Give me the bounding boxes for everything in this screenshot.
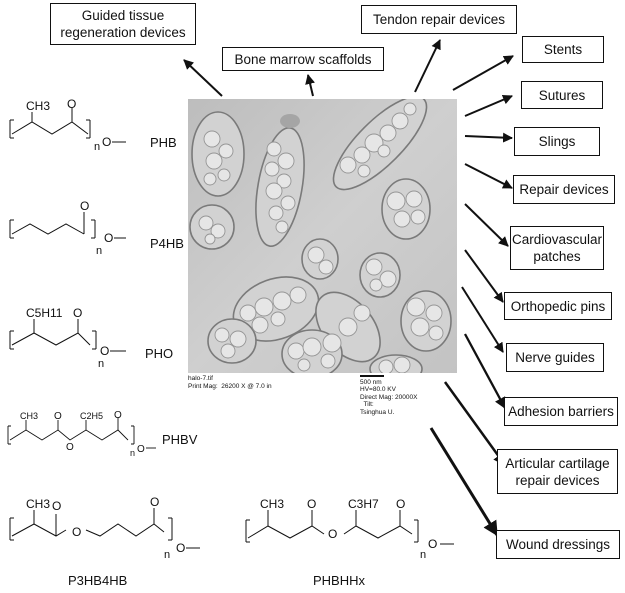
label-bone-marrow: Bone marrow scaffolds	[234, 51, 372, 67]
p4hb-repeat-n: n	[96, 245, 102, 257]
box-guided-tissue: Guided tissue regeneration devices	[50, 3, 196, 45]
p4hb-ester-o: O	[104, 231, 113, 245]
box-articular: Articular cartilage repair devices	[497, 449, 618, 494]
p3hb4hb-substituent: CH3	[26, 497, 50, 511]
phbv-ether-o: O	[66, 442, 74, 453]
pho-carbonyl-o: O	[73, 306, 82, 320]
arrow-sutures	[464, 94, 513, 117]
p3hb4hb-carbonyl-o-1: O	[52, 499, 61, 513]
micrograph-image	[188, 99, 457, 373]
phbhhx-ether-o: O	[328, 527, 337, 541]
box-nerve: Nerve guides	[506, 343, 604, 372]
scale-bar	[360, 375, 384, 377]
box-bone-marrow: Bone marrow scaffolds	[222, 47, 384, 71]
label-guided-tissue: Guided tissue regeneration devices	[60, 8, 186, 40]
label-wound: Wound dressings	[505, 537, 611, 552]
p4hb-carbonyl-o: O	[80, 199, 89, 213]
pho-ester-o: O	[100, 344, 109, 358]
label-phbv: PHBV	[162, 432, 198, 447]
label-p3hb4hb: P3HB4HB	[68, 573, 128, 588]
struct-p3hb4hb: CH3 O O O n O	[9, 496, 200, 561]
arrow-slings	[464, 132, 513, 143]
arrow-guided-tissue	[183, 59, 223, 97]
box-adhesion: Adhesion barriers	[504, 397, 618, 426]
label-orthopedic: Orthopedic pins	[510, 298, 606, 314]
box-wound: Wound dressings	[496, 530, 620, 559]
label-articular: Articular cartilage repair devices	[505, 455, 610, 488]
phbv-substituent-2: C2H5	[80, 411, 103, 421]
label-stents: Stents	[543, 42, 583, 57]
p3hb4hb-ester-o: O	[176, 541, 185, 555]
box-cardiovascular: Cardiovascular patches	[510, 226, 604, 270]
p3hb4hb-ether-o: O	[72, 525, 81, 539]
struct-phbhhx: CH3 O O C3H7 O n O	[245, 497, 454, 561]
arrow-adhesion	[463, 333, 507, 410]
phbhhx-ester-o: O	[428, 537, 437, 551]
struct-p4hb: O n O	[9, 199, 126, 257]
pho-substituent: C5H11	[26, 306, 63, 320]
arrow-tendon	[414, 39, 441, 93]
label-phb: PHB	[150, 135, 177, 150]
p3hb4hb-carbonyl-o-2: O	[150, 496, 159, 509]
phbhhx-repeat-n: n	[420, 549, 426, 561]
phbv-ester-o: O	[137, 444, 145, 455]
label-pho: PHO	[145, 346, 174, 361]
struct-phbv: CH3 O O C2H5 O n O	[7, 410, 156, 458]
label-tendon: Tendon repair devices	[372, 12, 506, 27]
micrograph-caption-right: HV=80.0 KV Direct Mag: 20000X Tilt: Tsin…	[360, 386, 418, 416]
scale-bar-label: 500 nm	[360, 379, 382, 386]
arrow-wound	[429, 427, 499, 537]
label-sutures: Sutures	[538, 87, 586, 103]
arrow-cardiovascular	[464, 203, 509, 247]
phb-substituent: CH3	[26, 99, 50, 113]
struct-phb: CH3 O n O	[9, 98, 126, 153]
phbhhx-substituent-2: C3H7	[348, 497, 379, 511]
label-cardiovascular: Cardiovascular patches	[511, 232, 603, 264]
box-slings: Slings	[514, 127, 600, 156]
label-phbhhx: PHBHHx	[313, 573, 366, 588]
micrograph-caption-left: halo-7.tif Print Mag: 26200 X @ 7.0 in	[188, 375, 272, 390]
arrow-bone-marrow	[305, 74, 315, 97]
box-sutures: Sutures	[521, 81, 603, 109]
tem-micrograph	[188, 99, 457, 373]
phb-ester-o: O	[102, 135, 111, 149]
phbhhx-carbonyl-o-1: O	[307, 497, 316, 511]
label-adhesion: Adhesion barriers	[508, 404, 614, 419]
box-orthopedic: Orthopedic pins	[504, 292, 612, 320]
cell	[381, 178, 431, 240]
label-slings: Slings	[538, 134, 576, 149]
phbv-carbonyl-o-1: O	[54, 411, 62, 422]
box-repair: Repair devices	[513, 175, 615, 204]
arrow-articular	[443, 381, 507, 467]
pho-repeat-n: n	[98, 358, 104, 370]
label-p4hb: P4HB	[150, 236, 184, 251]
arrow-orthopedic	[464, 249, 504, 303]
label-nerve: Nerve guides	[515, 350, 595, 365]
struct-pho: C5H11 O n O	[9, 306, 126, 370]
phbhhx-substituent-1: CH3	[260, 497, 284, 511]
phbhhx-carbonyl-o-2: O	[396, 497, 405, 511]
arrow-repair	[464, 163, 513, 189]
phb-repeat-n: n	[94, 141, 100, 153]
label-repair: Repair devices	[519, 182, 609, 197]
p3hb4hb-repeat-n: n	[164, 549, 170, 561]
phb-carbonyl-o: O	[67, 98, 76, 111]
phbv-carbonyl-o-2: O	[114, 410, 122, 421]
box-tendon: Tendon repair devices	[361, 5, 517, 34]
arrow-stents	[452, 55, 514, 91]
phbv-substituent-1: CH3	[20, 411, 38, 421]
phbv-repeat-n: n	[130, 448, 135, 458]
box-stents: Stents	[522, 36, 604, 63]
arrow-nerve	[461, 286, 504, 353]
